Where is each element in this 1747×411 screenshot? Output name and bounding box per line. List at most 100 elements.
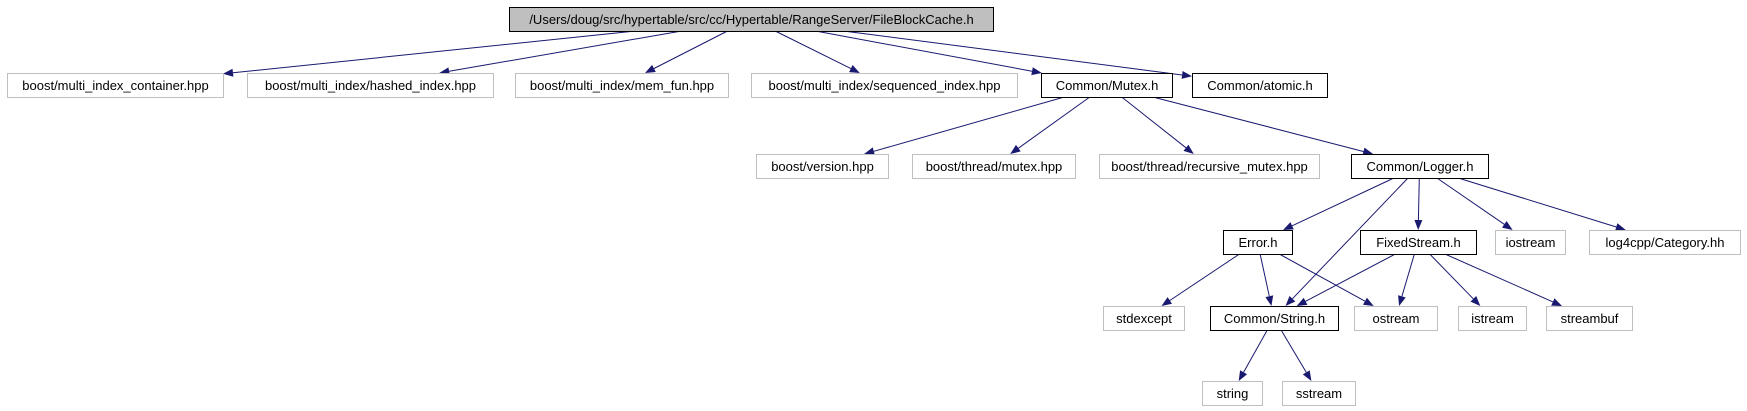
edge-line [1305, 253, 1396, 302]
arrowhead-icon [1285, 296, 1296, 306]
edge-n12-to-n16 [1296, 253, 1396, 306]
include-node-n9: boost/thread/recursive_mutex.hpp [1099, 154, 1320, 179]
edge-n10-to-n13 [1436, 177, 1513, 230]
node-label: ostream [1373, 311, 1420, 326]
include-node-n11[interactable]: Error.h [1223, 230, 1293, 255]
node-label: /Users/doug/src/hypertable/src/cc/Hypert… [529, 12, 973, 27]
node-box [1099, 154, 1320, 179]
edge-line [1169, 253, 1240, 301]
include-node-n6[interactable]: Common/atomic.h [1192, 73, 1328, 98]
edge-line [873, 96, 1065, 152]
node-box [1351, 154, 1489, 179]
include-node-n10[interactable]: Common/Logger.h [1351, 154, 1489, 179]
edge-n16-to-n21 [1280, 329, 1312, 381]
node-box [1360, 230, 1477, 255]
include-node-n5[interactable]: Common/Mutex.h [1041, 73, 1173, 98]
node-box [1354, 306, 1438, 331]
arrowhead-icon [1031, 67, 1042, 76]
include-node-n3: boost/multi_index/mem_fun.hpp [515, 73, 729, 98]
node-box [1458, 306, 1527, 331]
node-box [1589, 230, 1741, 255]
arrowhead-icon [1265, 295, 1274, 306]
edge-line [1436, 177, 1505, 225]
node-label: streambuf [1561, 311, 1619, 326]
node-label: Common/atomic.h [1207, 78, 1312, 93]
edge-n10-to-n16 [1285, 177, 1409, 306]
node-box [1495, 230, 1566, 255]
node-label: boost/thread/recursive_mutex.hpp [1111, 159, 1308, 174]
include-node-n20: string [1202, 381, 1263, 406]
edge-line [1429, 253, 1474, 300]
edge-line [449, 30, 682, 72]
include-node-n8: boost/thread/mutex.hpp [912, 154, 1076, 179]
node-box [1210, 306, 1339, 331]
include-node-n15: stdexcept [1103, 306, 1185, 331]
edges-layer [223, 30, 1626, 381]
edge-n10-to-n12 [1414, 177, 1423, 230]
arrowhead-icon [1010, 144, 1021, 154]
node-label: boost/multi_index/mem_fun.hpp [530, 78, 714, 93]
include-node-n14: log4cpp/Category.hh [1589, 230, 1741, 255]
edge-line [1121, 96, 1187, 149]
node-box [509, 7, 994, 32]
node-box [756, 154, 889, 179]
include-node-n13: iostream [1495, 230, 1566, 255]
edge-line [1444, 253, 1554, 303]
edge-n12-to-n17 [1398, 253, 1415, 306]
arrowhead-icon [1551, 298, 1562, 306]
node-label: stdexcept [1116, 311, 1172, 326]
node-box [515, 73, 729, 98]
node-label: Common/Logger.h [1367, 159, 1474, 174]
edge-n5-to-n7 [864, 96, 1065, 156]
edge-n5-to-n8 [1010, 96, 1091, 154]
edge-line [1280, 329, 1307, 373]
node-box [247, 73, 494, 98]
node-box [912, 154, 1076, 179]
edge-line [1292, 177, 1409, 300]
edge-line [1401, 253, 1415, 297]
arrowhead-icon [1615, 223, 1626, 231]
arrowhead-icon [1470, 296, 1481, 306]
edge-line [1417, 177, 1420, 221]
edge-line [1279, 253, 1366, 302]
include-node-n12[interactable]: FixedStream.h [1360, 230, 1477, 255]
arrowhead-icon [1398, 295, 1406, 306]
edge-line [1152, 96, 1364, 152]
edge-n12-to-n18 [1429, 253, 1481, 306]
node-box [1202, 381, 1263, 406]
arrowhead-icon [1181, 71, 1192, 79]
node-label: boost/multi_index/sequenced_index.hpp [768, 78, 1000, 93]
edge-n5-to-n9 [1121, 96, 1194, 154]
edge-line [232, 30, 636, 74]
include-node-n2: boost/multi_index/hashed_index.hpp [247, 73, 494, 98]
arrowhead-icon [1238, 370, 1248, 381]
include-node-n4: boost/multi_index/sequenced_index.hpp [751, 73, 1018, 98]
arrowhead-icon [1161, 297, 1172, 306]
node-label: Error.h [1238, 235, 1277, 250]
nodes-layer: /Users/doug/src/hypertable/src/cc/Hypert… [7, 7, 1741, 406]
node-label: iostream [1506, 235, 1556, 250]
node-box [7, 73, 224, 98]
edge-line [1458, 177, 1617, 228]
node-label: istream [1471, 311, 1514, 326]
edge-n11-to-n16 [1259, 253, 1274, 306]
edge-root-to-n6 [843, 30, 1192, 79]
arrowhead-icon [1363, 297, 1374, 306]
node-box [1282, 381, 1356, 406]
arrowhead-icon [1502, 221, 1513, 230]
node-label: log4cpp/Category.hh [1605, 235, 1724, 250]
edge-n10-to-n14 [1458, 177, 1626, 231]
arrowhead-icon [1283, 222, 1294, 230]
arrowhead-icon [1414, 219, 1423, 230]
include-node-n21: sstream [1282, 381, 1356, 406]
edge-root-to-n2 [439, 30, 682, 76]
include-node-n19: streambuf [1546, 306, 1633, 331]
edge-line [1243, 329, 1268, 373]
edge-n5-to-n10 [1152, 96, 1374, 156]
include-node-n1: boost/multi_index_container.hpp [7, 73, 224, 98]
root-file-node[interactable]: /Users/doug/src/hypertable/src/cc/Hypert… [509, 7, 994, 32]
arrowhead-icon [1296, 297, 1308, 306]
include-node-n16[interactable]: Common/String.h [1210, 306, 1339, 331]
node-box [1223, 230, 1293, 255]
node-label: boost/version.hpp [771, 159, 874, 174]
